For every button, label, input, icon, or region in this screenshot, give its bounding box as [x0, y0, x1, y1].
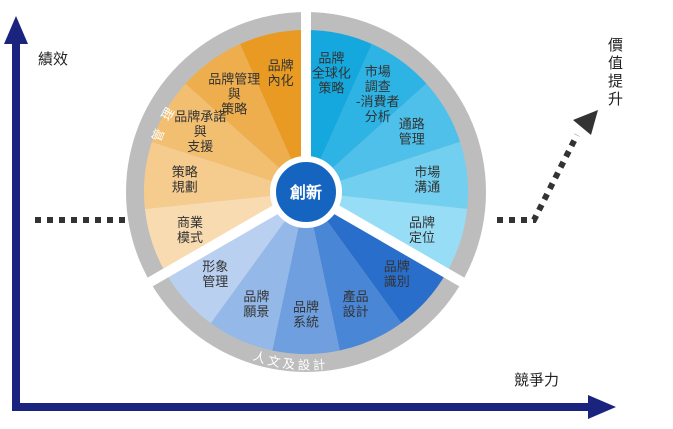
segment-label-line: 規劃	[172, 181, 198, 196]
segment-label-line: 品牌	[293, 300, 319, 316]
y-axis-label: 績效	[38, 50, 68, 68]
segment-brand-commitment	[151, 83, 306, 192]
segment-label-line: 品牌管理	[208, 71, 260, 87]
arrow-label-char: 價	[608, 36, 623, 54]
arrow-label-char: 提	[608, 72, 623, 90]
segment-label-brand-globalization: 品牌全球化策略	[312, 51, 351, 97]
segment-label-layer: 商業模式策略規劃品牌承諾與支援品牌管理與策略品牌內化品牌全球化策略市場調查-消費…	[172, 51, 441, 331]
right-dotted-arrow-line	[497, 133, 580, 223]
segment-image-management	[165, 192, 306, 324]
segment-label-line: 市場	[365, 64, 391, 80]
segment-label-line: 市場	[414, 165, 440, 181]
arrow-label-char: 值	[608, 54, 623, 72]
segment-label-line: -消費者	[356, 95, 400, 110]
segment-label-line: 形象	[202, 260, 228, 275]
segment-label-line: 支援	[187, 140, 213, 155]
segment-label-line: 產品	[343, 289, 369, 305]
segment-label-business-model: 商業模式	[177, 215, 203, 246]
segment-layer	[144, 29, 468, 355]
segment-label-brand-management: 品牌管理與策略	[208, 71, 260, 117]
segment-label-line: 分析	[365, 110, 391, 125]
dotted-line-layer	[35, 110, 598, 223]
segment-label-line: 策略	[221, 101, 247, 117]
segment-label-line: 願景	[243, 305, 269, 320]
segment-label-line: 與	[194, 125, 207, 140]
segment-label-line: 管理	[399, 133, 425, 148]
segment-product-design	[306, 192, 402, 351]
segment-label-line: 溝通	[414, 181, 440, 196]
segment-label-line: 品牌	[409, 215, 435, 231]
center-circle	[270, 156, 342, 228]
segment-label-line: 調查	[365, 80, 391, 95]
segment-label-brand-system: 品牌系統	[293, 300, 319, 331]
segment-label-line: 設計	[343, 304, 369, 320]
segment-label-line: 內化	[268, 74, 294, 89]
axis-layer: 績效 競爭力 價 值 提 升	[4, 16, 623, 419]
segment-label-line: 定位	[409, 231, 435, 246]
segment-label-market-communication: 市場溝通	[414, 165, 440, 196]
segment-label-line: 系統	[293, 316, 319, 331]
segment-label-line: 與	[228, 87, 241, 102]
segment-label-line: 策略	[172, 165, 198, 181]
segment-label-line: 識別	[384, 275, 410, 290]
segment-label-line: 品牌	[384, 259, 410, 275]
segment-label-brand-commitment: 品牌承諾與支援	[174, 109, 226, 155]
y-axis-arrowhead	[4, 16, 28, 44]
arrow-label-char: 升	[608, 90, 623, 108]
segment-label-product-design: 產品設計	[343, 289, 369, 320]
segment-label-brand-identity: 品牌識別	[384, 259, 410, 290]
segment-label-line: 管理	[202, 275, 228, 290]
wheel: 商業模式策略規劃品牌承諾與支援品牌管理與策略品牌內化品牌全球化策略市場調查-消費…	[126, 10, 486, 373]
segment-label-line: 品牌承諾	[174, 109, 226, 125]
segment-label-brand-vision: 品牌願景	[243, 289, 269, 320]
segment-label-line: 策略	[318, 81, 344, 97]
segment-label-line: 品牌	[318, 51, 344, 67]
x-axis-label: 競爭力	[514, 371, 559, 389]
segment-label-line: 通路	[399, 117, 425, 133]
segment-label-image-management: 形象管理	[202, 260, 228, 290]
segment-label-strategy-planning: 策略規劃	[172, 165, 198, 196]
segment-label-line: 全球化	[312, 66, 351, 82]
segment-market-research	[306, 44, 427, 192]
segment-brand-vision	[210, 192, 306, 351]
segment-channel-management	[306, 83, 461, 192]
right-arrowhead	[573, 110, 598, 135]
segment-label-market-research: 市場調查-消費者分析	[356, 64, 400, 125]
segment-brand-management	[185, 44, 306, 192]
center-label: 創新	[289, 183, 322, 202]
segment-brand-internalization	[240, 29, 306, 192]
segment-brand-globalization	[306, 29, 372, 192]
segment-label-brand-internalization: 品牌內化	[268, 58, 294, 89]
arrow-label: 價 值 提 升	[608, 36, 623, 108]
segment-brand-identity	[306, 192, 447, 324]
segment-label-line: 品牌	[268, 58, 294, 74]
segment-label-brand-positioning: 品牌定位	[409, 215, 435, 246]
segment-market-communication	[306, 141, 468, 209]
x-axis-arrowhead	[588, 395, 616, 419]
segment-label-channel-management: 通路管理	[399, 117, 425, 148]
segment-label-line: 模式	[177, 231, 203, 246]
segment-label-line: 品牌	[243, 289, 269, 305]
segment-label-line: 商業	[177, 215, 203, 231]
segment-brand-system	[272, 192, 340, 355]
segment-strategy-planning	[144, 141, 306, 209]
